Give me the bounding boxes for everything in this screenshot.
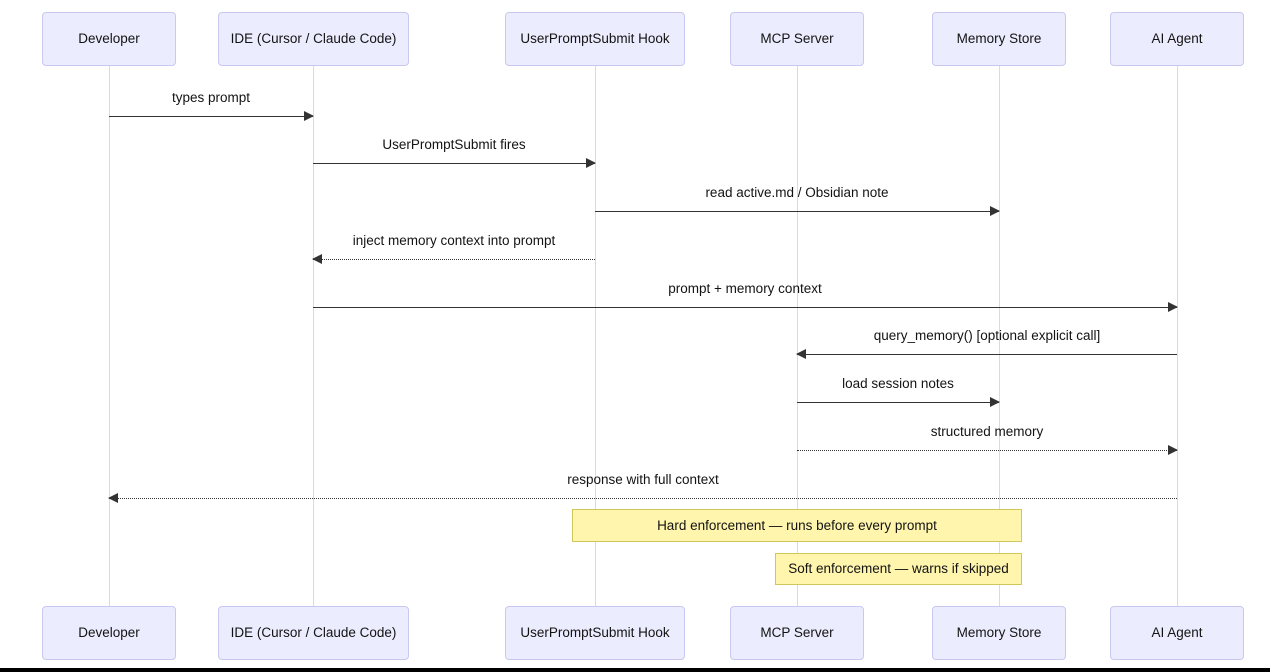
message-label: load session notes [842,376,954,391]
message-line [797,450,1177,451]
participant-label: MCP Server [760,625,834,641]
message-label: UserPromptSubmit fires [382,137,526,152]
participant-label: MCP Server [760,31,834,47]
participant-label: IDE (Cursor / Claude Code) [230,31,397,47]
message-line [797,354,1177,355]
arrowhead-icon [990,397,1000,407]
message-line [313,163,595,164]
message-label: types prompt [171,90,251,105]
lifeline-agent [1177,66,1178,606]
message-line [313,307,1177,308]
participant-label: IDE (Cursor / Claude Code) [230,625,397,641]
participant-bottom-ide[interactable]: IDE (Cursor / Claude Code) [218,606,409,660]
note-label: Soft enforcement — warns if skipped [788,561,1009,577]
arrowhead-icon [990,206,1000,216]
message-line [313,259,595,260]
message-line [595,211,999,212]
message-label: prompt + memory context [668,281,822,296]
participant-label: Developer [78,31,140,47]
message-label: query_memory() [optional explicit call] [873,328,1101,343]
message-line [109,116,313,117]
participant-label: Memory Store [956,31,1042,47]
message-line [109,498,1177,499]
lifeline-developer [109,66,110,606]
participant-label: Memory Store [956,625,1042,641]
arrowhead-icon [108,493,118,503]
message-line [797,402,999,403]
note-n2: Soft enforcement — warns if skipped [775,553,1022,585]
arrowhead-icon [586,158,596,168]
message-label: structured memory [930,424,1044,439]
arrowhead-icon [304,111,314,121]
participant-top-hook[interactable]: UserPromptSubmit Hook [505,12,685,66]
arrowhead-icon [796,349,806,359]
participant-bottom-hook[interactable]: UserPromptSubmit Hook [505,606,685,660]
note-label: Hard enforcement — runs before every pro… [657,517,937,533]
arrowhead-icon [1168,302,1178,312]
participant-bottom-mcp[interactable]: MCP Server [730,606,864,660]
participant-label: AI Agent [1151,31,1203,47]
note-n1: Hard enforcement — runs before every pro… [572,509,1022,542]
arrowhead-icon [312,254,322,264]
lifeline-memory [999,66,1000,606]
participant-label: UserPromptSubmit Hook [520,31,670,47]
participant-top-agent[interactable]: AI Agent [1110,12,1244,66]
lifeline-hook [595,66,596,606]
arrowhead-icon [1168,445,1178,455]
participant-bottom-developer[interactable]: Developer [42,606,176,660]
participant-top-mcp[interactable]: MCP Server [730,12,864,66]
message-label: response with full context [567,472,719,487]
participant-bottom-memory[interactable]: Memory Store [932,606,1066,660]
participant-bottom-agent[interactable]: AI Agent [1110,606,1244,660]
participant-label: Developer [78,625,140,641]
lifeline-mcp [797,66,798,606]
message-label: inject memory context into prompt [352,233,556,248]
participant-top-developer[interactable]: Developer [42,12,176,66]
participant-label: AI Agent [1151,625,1203,641]
message-label: read active.md / Obsidian note [705,185,889,200]
participant-top-memory[interactable]: Memory Store [932,12,1066,66]
participant-top-ide[interactable]: IDE (Cursor / Claude Code) [218,12,409,66]
participant-label: UserPromptSubmit Hook [520,625,670,641]
lifeline-ide [313,66,314,606]
